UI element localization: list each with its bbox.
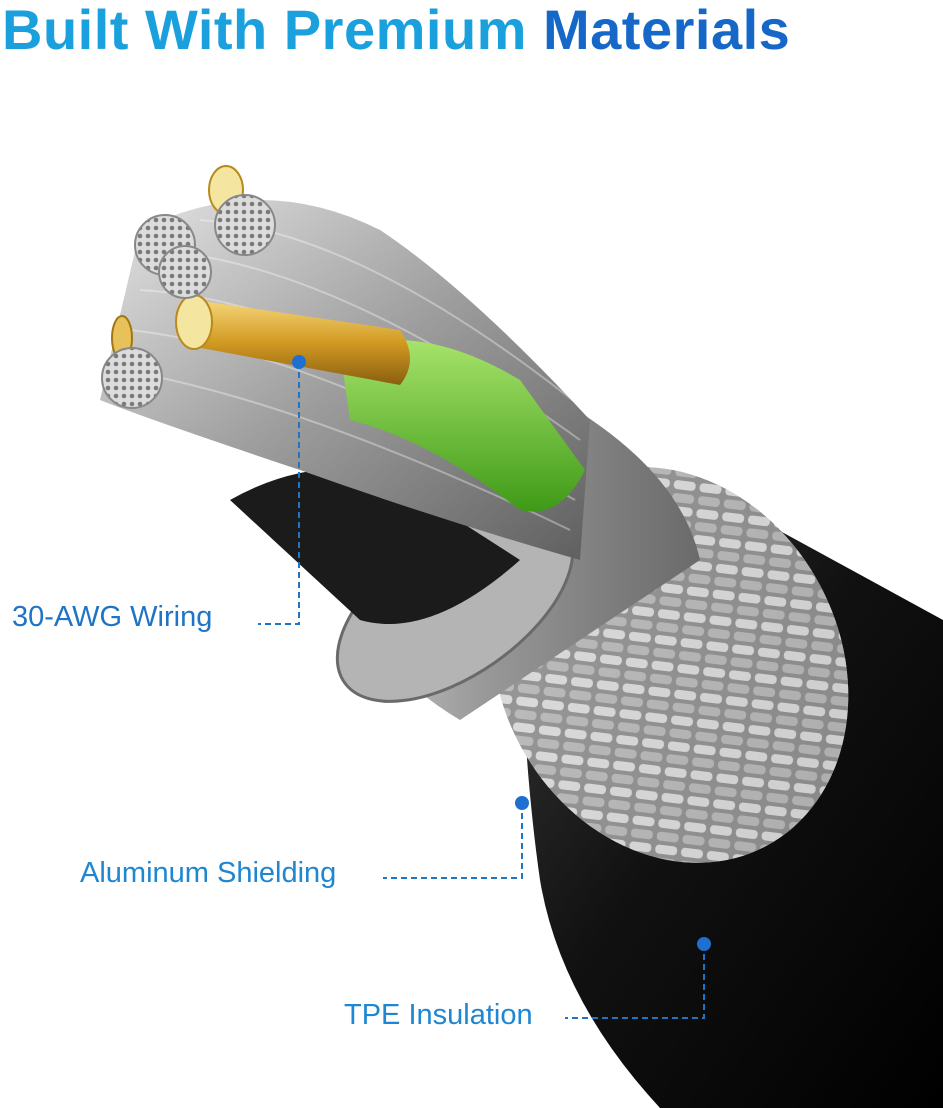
headline-part-1: Built With Premium	[2, 0, 527, 61]
headline-part-2: Materials	[543, 0, 791, 61]
callout-insulation-label: TPE Insulation	[344, 999, 533, 1031]
callout-shielding-label: Aluminum Shielding	[80, 857, 337, 889]
page-title: Built With Premium Materials	[2, 0, 790, 64]
callout-wiring-label: 30-AWG Wiring	[12, 601, 213, 633]
